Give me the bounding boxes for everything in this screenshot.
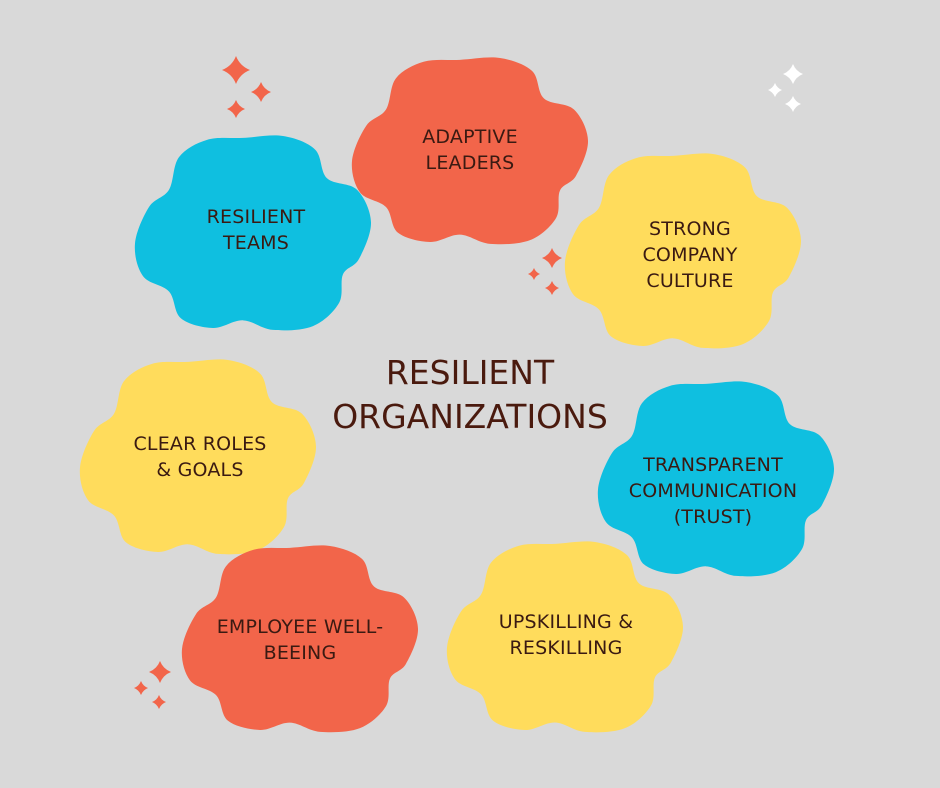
node-label-employee-well-being: EMPLOYEE WELL- BEEING [216,616,384,664]
sparkle-cluster-top-left-star-3 [227,100,245,118]
sparkle-cluster-top-left-star-2 [251,82,271,102]
blob-transparent-communication [597,381,835,577]
sparkle-cluster-bottom-left-star-3 [152,695,166,709]
sparkle-cluster-mid-star-3 [545,281,559,295]
sparkle-cluster-bottom-left-star-2 [134,681,148,695]
node-label-adaptive-leaders: ADAPTIVE LEADERS [422,126,518,174]
sparkle-cluster-top-left-star-1 [222,56,250,84]
blob-upskilling-reskilling [446,541,684,733]
blob-resilient-teams [134,135,372,331]
sparkle-cluster-mid-star-1 [542,248,562,268]
sparkle-cluster-top-right-star-3 [785,96,801,112]
node-label-resilient-teams: RESILIENT TEAMS [206,206,306,254]
node-label-strong-company-culture: STRONG COMPANY CULTURE [642,218,738,292]
node-label-transparent-communication: TRANSPARENT COMMUNICATION (TRUST) [628,454,798,528]
sparkle-cluster-mid-star-2 [528,268,540,280]
center-title: RESILIENT ORGANIZATIONS [332,353,608,436]
sparkle-cluster-top-right-star-2 [768,83,782,97]
blob-strong-company-culture [564,153,802,349]
blob-employee-well-being [181,545,419,733]
sparkle-cluster-bottom-left-star-1 [149,661,171,683]
node-label-upskilling-reskilling: UPSKILLING & RESKILLING [498,611,634,659]
node-label-clear-roles-goals: CLEAR ROLES & GOALS [133,433,267,481]
blob-adaptive-leaders [351,57,589,245]
blob-clear-roles-goals [79,359,317,555]
sparkle-cluster-top-right-star-1 [783,64,803,84]
